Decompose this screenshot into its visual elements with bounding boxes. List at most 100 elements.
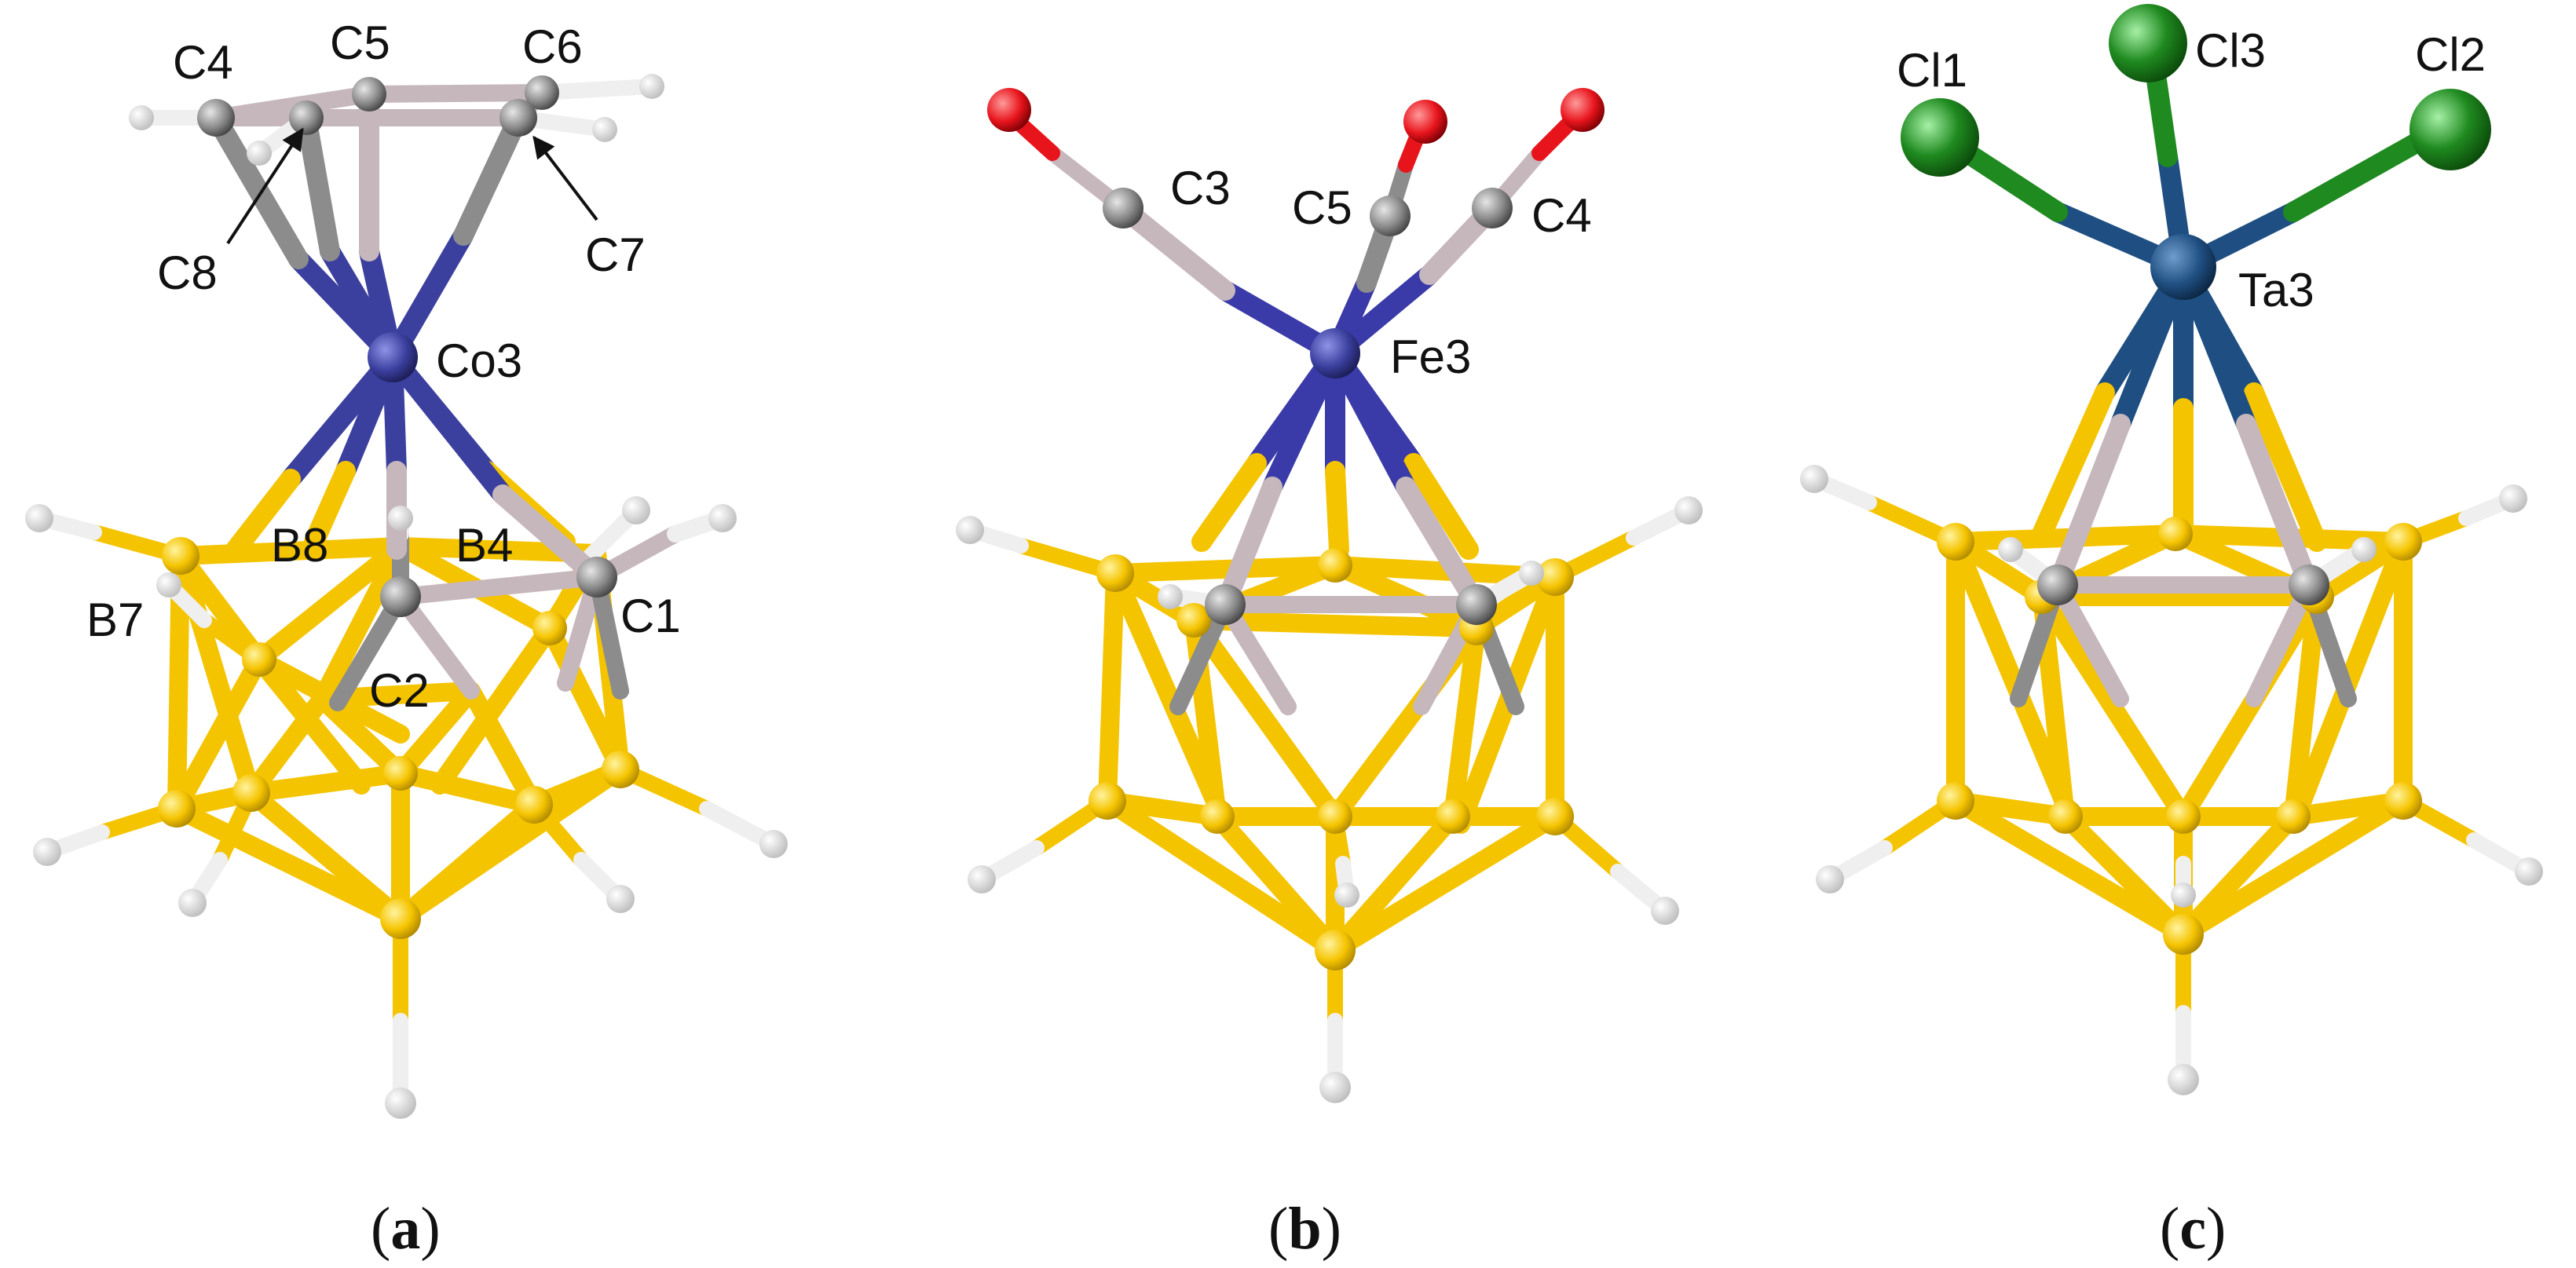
label-metal-co3: Co3	[436, 334, 522, 387]
hydrogen-atom	[1519, 561, 1544, 586]
oxygen-atom	[1561, 88, 1605, 132]
hydrogen-atom	[2499, 484, 2527, 513]
hydrogen-atom	[156, 572, 181, 597]
carbon-atom	[352, 77, 386, 111]
boron-atom	[1176, 603, 1211, 638]
label-b7: B7	[86, 594, 144, 646]
boron-atom	[1318, 548, 1352, 583]
carbon-atom	[576, 557, 617, 597]
boron-atom	[2048, 799, 2083, 834]
label-metal-fe3: Fe3	[1390, 331, 1471, 383]
carbon-atom	[525, 75, 559, 110]
carbon-atom	[1370, 195, 1411, 236]
hydrogen-atom	[622, 496, 650, 524]
hydrogen-atom	[1334, 882, 1359, 908]
boron-atom	[602, 751, 639, 788]
oxygen-atom	[987, 88, 1031, 132]
chlorine-atom	[1901, 98, 1979, 177]
tantalum-atom	[2150, 234, 2216, 300]
panel-a-structure: C4 C5 C6 C8 C7 Co3 B8 B4 B7 C1 C2	[25, 16, 788, 1119]
hydrogen-atom	[1674, 496, 1703, 524]
hydrogen-atom	[606, 885, 635, 913]
boron-atom	[2276, 799, 2311, 834]
carbon-atom	[499, 99, 537, 137]
arrow-c7	[532, 135, 598, 221]
hydrogen-atom	[247, 141, 272, 166]
caption-a: (a)	[371, 1196, 441, 1262]
label-b8: B8	[271, 519, 328, 572]
carbon-atom	[289, 100, 324, 135]
panel-c-metal-bonds	[1945, 37, 2429, 595]
carbon-atom	[2289, 565, 2329, 605]
hydrogen-atom	[759, 830, 788, 858]
label-cl3: Cl3	[2195, 24, 2266, 77]
boron-atom	[1315, 930, 1356, 970]
boron-atom	[1096, 554, 1134, 592]
label-b4: B4	[456, 519, 513, 572]
carbon-atom	[1103, 188, 1143, 228]
hydrogen-atom	[1800, 465, 1828, 493]
caption-b: (b)	[1268, 1196, 1341, 1262]
label-c3: C3	[1170, 162, 1231, 214]
carbon-atom	[1472, 188, 1513, 228]
label-c4: C4	[173, 36, 233, 89]
hydrogen-atom	[129, 105, 154, 130]
panel-c-structure: Cl1 Cl3 Cl2 Ta3	[1800, 4, 2543, 1095]
hydrogen-atom	[1816, 865, 1844, 893]
panel-c-cage-hydrogen-bonds	[1806, 471, 2537, 1087]
boron-atom	[383, 756, 418, 791]
hydrogen-atom	[1651, 897, 1679, 925]
boron-atom	[2384, 782, 2422, 820]
cobalt-atom	[368, 332, 418, 382]
boron-atom	[162, 537, 199, 575]
boron-atom	[2384, 523, 2422, 561]
boron-atom	[2158, 517, 2193, 551]
label-c6: C6	[522, 20, 583, 73]
label-c4: C4	[1531, 189, 1592, 242]
hydrogen-atom	[25, 504, 53, 532]
hydrogen-atom	[385, 1087, 416, 1119]
arrow-c8	[226, 127, 304, 245]
panel-b-metal-bonds	[1113, 198, 1502, 615]
label-c8: C8	[157, 247, 218, 299]
boron-atom	[515, 786, 553, 824]
hydrogen-atom	[592, 117, 617, 142]
label-c1: C1	[620, 590, 681, 642]
hydrogen-atom	[2351, 537, 2377, 562]
panel-b-structure: C3 C5 C4 Fe3	[956, 88, 1703, 1103]
panel-a-atoms	[25, 74, 788, 1119]
boron-atom	[1536, 798, 1574, 835]
caption-c: (c)	[2160, 1196, 2226, 1262]
boron-atom	[532, 611, 567, 645]
hydrogen-atom	[1158, 584, 1183, 609]
boron-atom	[1318, 799, 1352, 834]
boron-atom	[1089, 782, 1126, 820]
boron-atom	[2166, 799, 2201, 834]
hydrogen-atom	[2515, 857, 2543, 886]
hydrogen-atom	[2168, 1064, 2199, 1095]
iron-atom	[1310, 328, 1360, 378]
hydrogen-atom	[708, 504, 737, 532]
label-c5: C5	[330, 16, 390, 69]
oxygen-atom	[1403, 100, 1447, 144]
boron-atom	[2163, 914, 2204, 955]
hydrogen-atom	[388, 506, 413, 531]
hydrogen-atom	[639, 74, 664, 99]
boron-atom	[158, 790, 196, 828]
hydrogen-atom	[1319, 1072, 1351, 1103]
panel-c-atoms	[1800, 4, 2543, 1095]
carbon-atom	[1205, 584, 1246, 625]
label-cl2: Cl2	[2415, 28, 2486, 81]
hydrogen-atom	[2171, 882, 2196, 908]
carbon-atom	[2037, 565, 2078, 605]
carbon-atom	[197, 99, 235, 137]
label-cl1: Cl1	[1897, 44, 1967, 97]
carbon-atom	[380, 576, 421, 617]
label-c5: C5	[1292, 181, 1352, 234]
hydrogen-atom	[956, 516, 984, 544]
label-c7: C7	[585, 228, 646, 281]
carbon-atom	[1456, 584, 1497, 625]
hydrogen-atom	[1998, 537, 2023, 562]
hydrogen-atom	[178, 889, 207, 917]
